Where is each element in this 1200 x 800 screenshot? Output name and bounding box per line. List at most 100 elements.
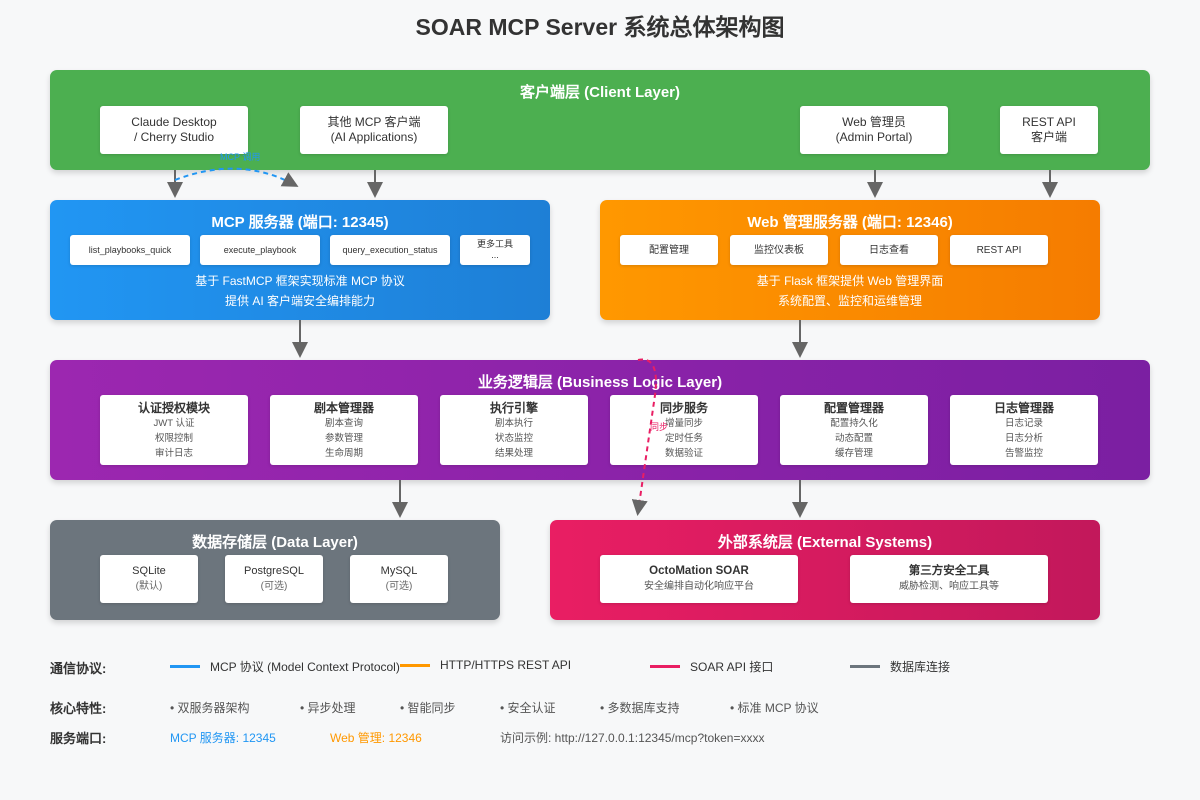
legend-line-blue — [170, 665, 200, 668]
ext-third-party-tools: 第三方安全工具 威胁检测、响应工具等 — [850, 555, 1048, 603]
tool-list-playbooks: list_playbooks_quick — [70, 235, 190, 265]
module-name: 认证授权模块 — [137, 400, 210, 415]
legend-line-gray — [850, 665, 880, 668]
web-feature-logs: 日志查看 — [840, 235, 938, 265]
diagram-title: SOAR MCP Server 系统总体架构图 — [415, 14, 785, 40]
port-web: Web 管理: 12346 — [330, 731, 422, 745]
tool-query-status: query_execution_status — [330, 235, 450, 265]
legend-text: HTTP/HTTPS REST API — [440, 658, 572, 672]
legend-line-pink — [650, 665, 680, 668]
module-item: 权限控制 — [154, 432, 193, 444]
module-item: 定时任务 — [664, 432, 703, 444]
business-logic-layer: 业务逻辑层 (Business Logic Layer) 认证授权模块 JWT … — [50, 360, 1150, 480]
business-layer-title: 业务逻辑层 (Business Logic Layer) — [477, 374, 723, 391]
client-line1: 其他 MCP 客户端 — [327, 115, 421, 129]
feature-item: • 安全认证 — [500, 701, 556, 715]
port-mcp: MCP 服务器: 12345 — [170, 731, 276, 745]
client-line2: / Cherry Studio — [133, 130, 215, 144]
web-feature-label: REST API — [976, 244, 1022, 256]
ext-note: 威胁检测、响应工具等 — [899, 581, 999, 592]
features-label: 核心特性: — [50, 701, 107, 716]
data-layer: 数据存储层 (Data Layer) SQLite (默认) PostgreSQ… — [50, 520, 500, 620]
feature-item: • 多数据库支持 — [600, 701, 680, 715]
web-feature-label: 监控仪表板 — [754, 244, 804, 256]
web-feature-rest-api: REST API — [950, 235, 1048, 265]
tool-more: 更多工具 ... — [460, 235, 530, 265]
web-server-title: Web 管理服务器 (端口: 12346) — [747, 214, 953, 231]
module-item: 告警监控 — [1004, 447, 1043, 459]
legend-database: 数据库连接 — [850, 658, 950, 675]
mcp-desc-1: 基于 FastMCP 框架实现标准 MCP 协议 — [195, 274, 405, 288]
ext-octomation-soar: OctoMation SOAR 安全编排自动化响应平台 — [600, 555, 798, 603]
module-item: 结果处理 — [494, 447, 533, 459]
external-layer-title: 外部系统层 (External Systems) — [717, 534, 933, 551]
db-mysql: MySQL (可选) — [350, 555, 448, 603]
legend-http: HTTP/HTTPS REST API — [400, 658, 571, 672]
client-line1: Claude Desktop — [131, 115, 217, 129]
tool-label: execute_playbook — [223, 244, 297, 255]
client-layer: 客户端层 (Client Layer) Claude Desktop / Che… — [50, 70, 1150, 170]
tool-label: query_execution_status — [342, 244, 438, 255]
module-item: 状态监控 — [494, 432, 533, 444]
client-web-admin: Web 管理员 (Admin Portal) — [800, 106, 948, 154]
ext-name: 第三方安全工具 — [908, 565, 990, 577]
module-name: 日志管理器 — [993, 400, 1054, 415]
module-sync-service: 同步服务 增量同步 定时任务 数据验证 — [610, 395, 758, 465]
module-item: 日志分析 — [1004, 432, 1043, 444]
db-name: MySQL — [380, 565, 418, 577]
legend-soar-api: SOAR API 接口 — [650, 658, 773, 675]
client-line1: Web 管理员 — [842, 115, 906, 129]
client-line1: REST API — [1022, 115, 1076, 129]
client-rest-api: REST API 客户端 — [1000, 106, 1098, 154]
web-server-layer: Web 管理服务器 (端口: 12346) 配置管理 监控仪表板 日志查看 RE… — [600, 200, 1100, 320]
db-note: (可选) — [260, 581, 288, 592]
db-note: (默认) — [135, 581, 163, 592]
feature-item: • 智能同步 — [400, 701, 456, 715]
mcp-desc-2: 提供 AI 客户端安全编排能力 — [224, 294, 375, 308]
db-name: PostgreSQL — [244, 565, 304, 577]
module-item: 配置持久化 — [830, 417, 878, 429]
feature-item: • 双服务器架构 — [170, 701, 250, 715]
module-item: 动态配置 — [834, 432, 873, 444]
client-layer-title: 客户端层 (Client Layer) — [519, 84, 681, 101]
legend-text: 数据库连接 — [890, 660, 951, 674]
module-item: JWT 认证 — [153, 417, 195, 429]
ext-name: OctoMation SOAR — [649, 565, 749, 577]
tool-execute-playbook: execute_playbook — [200, 235, 320, 265]
db-note: (可选) — [385, 581, 413, 592]
tool-label: list_playbooks_quick — [88, 244, 172, 255]
client-claude-desktop: Claude Desktop / Cherry Studio — [100, 106, 248, 154]
module-name: 同步服务 — [659, 400, 708, 415]
legend-text: SOAR API 接口 — [690, 660, 774, 674]
module-item: 剧本执行 — [494, 417, 533, 429]
ports-label: 服务端口: — [50, 731, 107, 746]
web-desc-2: 系统配置、监控和运维管理 — [777, 294, 922, 308]
module-item: 生命周期 — [324, 447, 363, 459]
module-config-manager: 配置管理器 配置持久化 动态配置 缓存管理 — [780, 395, 928, 465]
mcp-server-layer: MCP 服务器 (端口: 12345) list_playbooks_quick… — [50, 200, 550, 320]
module-item: 审计日志 — [154, 447, 193, 459]
mcp-call-dashed-arrow — [174, 167, 299, 187]
ext-note: 安全编排自动化响应平台 — [644, 581, 754, 592]
protocol-label: 通信协议: — [50, 661, 107, 676]
module-playbook-manager: 剧本管理器 剧本查询 参数管理 生命周期 — [270, 395, 418, 465]
module-execution-engine: 执行引擎 剧本执行 状态监控 结果处理 — [440, 395, 588, 465]
feature-item: • 异步处理 — [300, 701, 356, 715]
module-item: 参数管理 — [324, 432, 363, 444]
module-name: 执行引擎 — [489, 400, 538, 415]
db-sqlite: SQLite (默认) — [100, 555, 198, 603]
legend-mcp: MCP 协议 (Model Context Protocol) — [170, 658, 400, 675]
tool-more-ellipsis: ... — [491, 250, 499, 260]
legend-text: MCP 协议 (Model Context Protocol) — [210, 660, 400, 674]
feature-item: • 标准 MCP 协议 — [730, 701, 819, 715]
module-item: 增量同步 — [664, 417, 703, 429]
web-feature-dashboard: 监控仪表板 — [730, 235, 828, 265]
db-postgresql: PostgreSQL (可选) — [225, 555, 323, 603]
module-name: 配置管理器 — [823, 400, 884, 415]
legend-line-orange — [400, 663, 430, 667]
module-item: 数据验证 — [664, 447, 703, 459]
module-item: 日志记录 — [1004, 417, 1043, 429]
client-line2: 客户端 — [1030, 130, 1067, 144]
web-feature-label: 日志查看 — [869, 244, 909, 256]
module-auth: 认证授权模块 JWT 认证 权限控制 审计日志 — [100, 395, 248, 465]
